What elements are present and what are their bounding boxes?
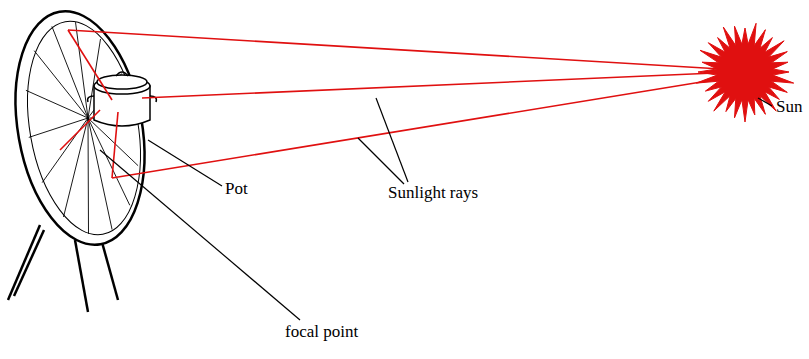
leader-lines (100, 98, 772, 320)
sun-label: Sun (776, 98, 802, 117)
focal-point-label: focal point (285, 323, 358, 342)
pot-label: Pot (225, 180, 248, 199)
sunlight-rays-label: Sunlight rays (388, 184, 478, 203)
sunlight-rays (60, 30, 738, 178)
parabolic-dish (0, 1, 162, 255)
cooking-pot (88, 72, 157, 126)
